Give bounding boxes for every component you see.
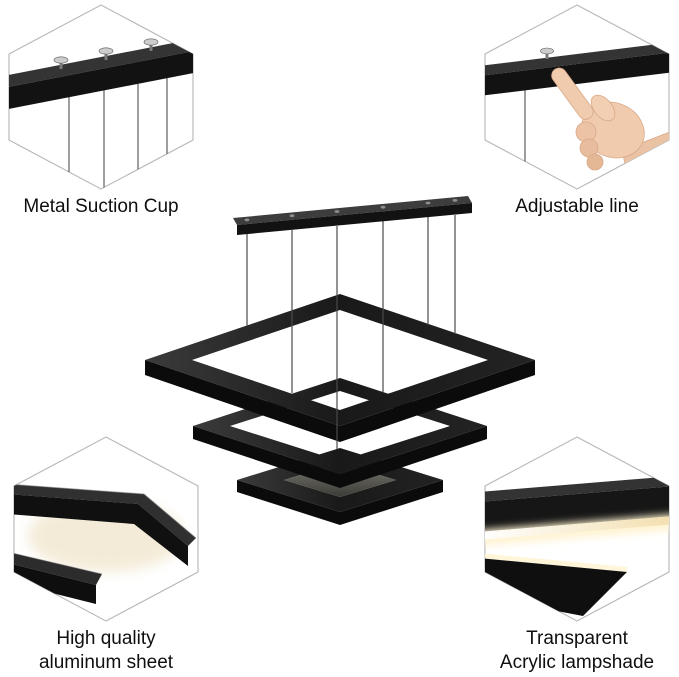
label-line-2: aluminum sheet xyxy=(38,651,174,673)
suction-cup-icon xyxy=(143,38,159,51)
suspension-wires xyxy=(246,215,456,449)
mounting-screw-dots xyxy=(244,199,458,222)
callout-label-metal-suction-cup: Metal Suction Cup xyxy=(23,196,179,217)
callout-aluminum-sheet: High quality aluminum sheet xyxy=(6,434,206,675)
label-line-1: High quality xyxy=(56,628,156,649)
suction-cup-detail-image xyxy=(9,38,193,188)
callout-label-aluminum-sheet: High quality aluminum sheet xyxy=(6,627,206,675)
adjustable-line-detail-image xyxy=(485,42,669,185)
callout-acrylic-lampshade: Transparent Acrylic lampshade xyxy=(477,434,677,675)
led-strip xyxy=(485,516,669,540)
tier-1-ring xyxy=(145,294,535,442)
callout-label-adjustable-line: Adjustable line xyxy=(515,196,639,217)
suction-cup-icon xyxy=(53,56,69,69)
hexagon-bottom-left xyxy=(13,436,199,622)
suction-cup-icon xyxy=(98,47,114,60)
label-line-1: Transparent xyxy=(526,628,628,649)
callout-adjustable-line: Adjustable line xyxy=(477,2,677,219)
hexagon-top-right xyxy=(484,4,670,190)
aluminum-sheet-detail-image xyxy=(14,483,197,604)
ceiling-mount-bar xyxy=(233,196,472,235)
label-line-2: Acrylic lampshade xyxy=(499,651,655,673)
callout-metal-suction-cup: Metal Suction Cup xyxy=(1,2,201,219)
suction-cup-icon xyxy=(540,47,554,59)
hexagon-bottom-right xyxy=(484,436,670,622)
callout-label-acrylic-lampshade: Transparent Acrylic lampshade xyxy=(477,627,677,675)
hexagon-top-left xyxy=(8,4,194,190)
